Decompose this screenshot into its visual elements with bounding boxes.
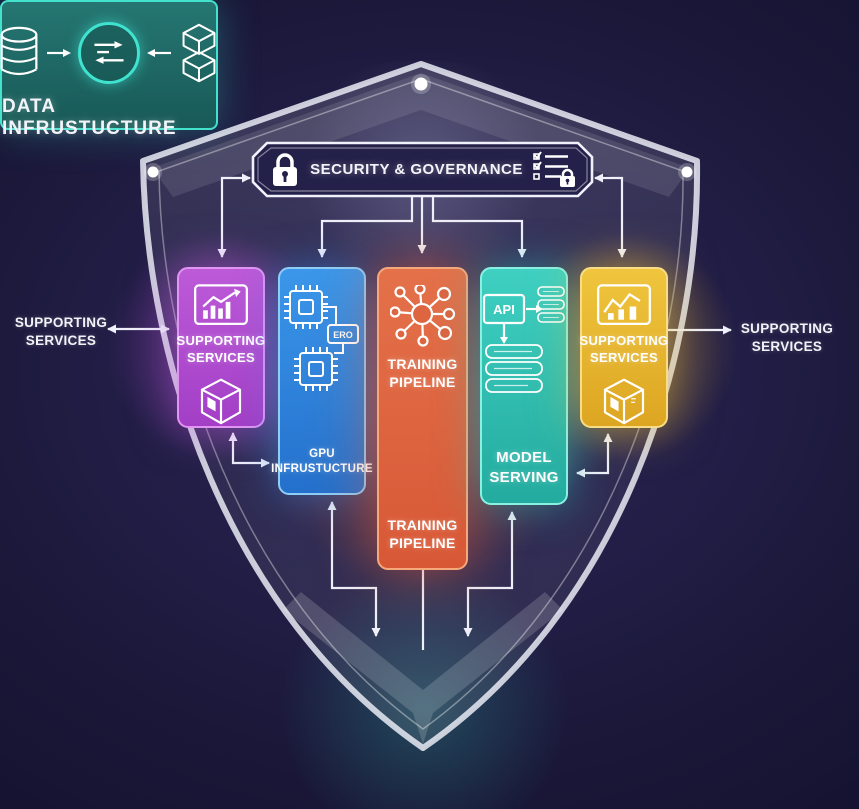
connector-purple-blue xyxy=(228,432,270,468)
connector-banner-teal xyxy=(431,196,527,258)
connector-banner-purple xyxy=(217,173,251,258)
security-banner-frame xyxy=(251,141,594,198)
gpu-chips-icon: ERO xyxy=(284,285,359,391)
api-label: API xyxy=(493,302,515,317)
shield-peak-dot xyxy=(414,77,428,91)
box-label: SUPPORTING SERVICES xyxy=(579,333,669,366)
data-icons-row xyxy=(0,22,220,84)
checklist-lock-icon xyxy=(533,150,575,187)
shield-right-dot xyxy=(681,166,693,178)
box-label: GPU INFRUSTUCTURE xyxy=(271,448,373,476)
stacked-cubes-icon xyxy=(182,23,216,83)
connector-teal-data xyxy=(463,511,517,637)
banner-title: SECURITY & GOVERNANCE xyxy=(310,161,523,178)
cube-icon xyxy=(200,378,242,425)
connector-banner-blue xyxy=(317,196,414,258)
supporting-services-left-label: SUPPORTING SERVICES xyxy=(14,315,108,348)
bottom-box-label: DATA INFRUSTUCTURE xyxy=(2,96,177,139)
cube-icon xyxy=(603,378,645,425)
line-chart-icon xyxy=(597,284,651,326)
security-governance-banner: SECURITY & GOVERNANCE xyxy=(253,143,592,196)
network-hub-icon xyxy=(389,285,455,347)
bar-chart-icon xyxy=(194,284,248,326)
shield-left-dot xyxy=(147,166,159,178)
gpu-infrastructure-box: ERO GPU INFRUSTUCTURE xyxy=(271,267,373,495)
shield-top-sheen xyxy=(152,73,690,197)
data-infrastructure-box: DATA INFRUSTUCTURE xyxy=(0,0,220,139)
supporting-services-left-box: SUPPORTING SERVICES xyxy=(177,267,265,428)
box-label: SUPPORTING SERVICES xyxy=(176,333,266,366)
supporting-services-right-box: SUPPORTING SERVICES xyxy=(580,267,668,428)
arrow-right-icon xyxy=(47,49,71,57)
box-label-bottom: TRAINING PIPELINE xyxy=(387,516,458,551)
connector-blue-data xyxy=(327,501,381,637)
security-banner-inner-line xyxy=(257,147,588,192)
connector-yellow-teal xyxy=(576,433,613,478)
chip-tag-label: ERO xyxy=(333,330,353,340)
model-serving-box: API MODEL SERVING xyxy=(480,267,568,505)
training-pipeline-box: TRAINING PIPELINE TRAINING PIPELINE xyxy=(377,267,468,570)
lock-icon xyxy=(273,152,297,186)
connector-banner-yellow xyxy=(594,173,627,258)
supporting-services-right-label: SUPPORTING SERVICES xyxy=(740,321,834,354)
data-sync-icon xyxy=(78,22,140,84)
database-icon xyxy=(0,26,38,76)
api-serving-icon: API xyxy=(482,286,565,393)
arrow-left-icon xyxy=(147,49,171,57)
box-label: MODEL SERVING xyxy=(489,449,559,486)
box-label-top: TRAINING PIPELINE xyxy=(387,356,458,391)
